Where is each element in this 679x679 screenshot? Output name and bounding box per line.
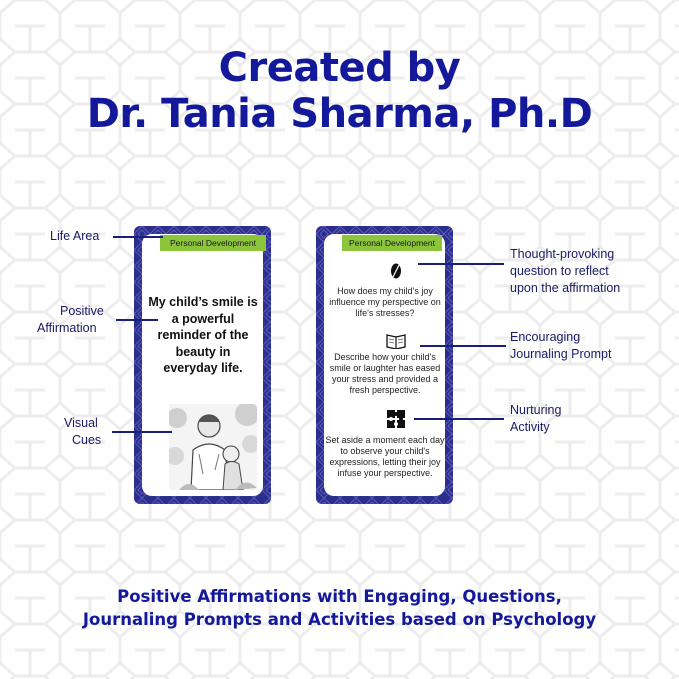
title-line-1: Created by xyxy=(218,45,461,91)
affirmation-card: Personal Development My child’s smile is… xyxy=(134,226,271,504)
connector-activity xyxy=(414,418,504,420)
label-encourage-1: Encouraging xyxy=(510,330,581,344)
book-icon xyxy=(386,334,406,349)
connector-affirmation xyxy=(116,319,158,321)
label-positive-2: Affirmation xyxy=(37,321,97,335)
connector-journal xyxy=(420,345,506,347)
affirmation-text: My child’s smile is a powerful reminder … xyxy=(148,295,258,375)
life-area-tag: Personal Development xyxy=(160,235,266,251)
label-encourage-2: Journaling Prompt xyxy=(510,347,612,361)
connector-question xyxy=(418,263,504,265)
label-thought-1: Thought-provoking xyxy=(510,247,615,261)
label-positive-1: Positive xyxy=(60,304,104,318)
label-thought-2: question to reflect xyxy=(510,264,609,278)
label-visual-1: Visual xyxy=(64,416,98,430)
journaling-prompt: Describe how your child's smile or laugh… xyxy=(329,352,441,395)
connector-life-area xyxy=(113,236,163,238)
footer-line-2: Journaling Prompts and Activities based … xyxy=(82,610,597,629)
label-thought-3: upon the affirmation xyxy=(510,281,621,295)
reflection-question: How does my child's joy influence my per… xyxy=(329,286,441,318)
footer-line-1: Positive Affirmations with Engaging, Que… xyxy=(117,587,562,606)
puzzle-icon xyxy=(387,410,405,428)
activity-card: Personal Development How does my child's… xyxy=(316,226,453,504)
label-visual-2: Cues xyxy=(72,433,102,447)
nurturing-activity: Set aside a moment each day to observe y… xyxy=(325,435,445,478)
feather-icon xyxy=(391,263,401,279)
label-life-area: Life Area xyxy=(50,229,100,243)
label-nurture-2: Activity xyxy=(510,420,550,434)
connector-visual xyxy=(112,431,172,433)
card-face xyxy=(324,234,445,496)
title-line-2: Dr. Tania Sharma, Ph.D xyxy=(86,91,593,137)
father-child-sketch-icon xyxy=(169,404,257,490)
label-nurture-1: Nurturing xyxy=(510,403,562,417)
life-area-tag: Personal Development xyxy=(342,235,442,251)
